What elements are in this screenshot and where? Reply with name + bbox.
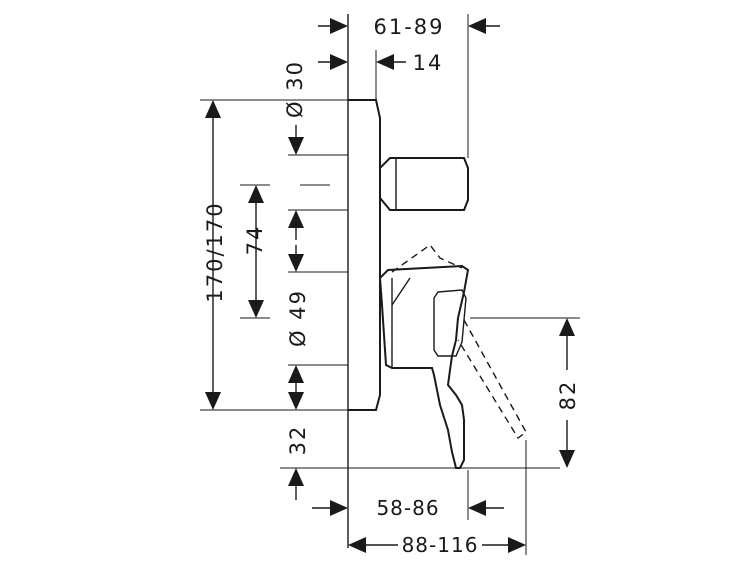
lever-body	[378, 264, 470, 469]
lever-alt-lower	[457, 319, 527, 440]
dimension-arrows	[205, 18, 575, 553]
mixer-outline	[347, 14, 527, 548]
lever-face	[433, 289, 467, 357]
dim-d49: Ø 49	[286, 289, 310, 347]
dim-d14: 14	[413, 51, 444, 75]
extension-lines	[200, 14, 580, 555]
lever-slant	[391, 277, 411, 306]
dim-d32: 32	[286, 425, 310, 456]
dim-d58-86: 58-86	[376, 496, 439, 520]
wall-plate	[348, 99, 381, 411]
dim-d82: 82	[556, 380, 580, 411]
lever-alt-upper	[391, 244, 463, 273]
dim-d61-89: 61-89	[373, 15, 444, 39]
dim-d30: Ø 30	[283, 60, 307, 118]
dim-d88-116: 88-116	[402, 533, 479, 557]
diverter-knob	[379, 157, 469, 211]
dimension-labels: Ø 30 74 170/170 Ø 49 32 61-89 14 82 58-8…	[203, 15, 580, 557]
dim-d170: 170/170	[203, 201, 227, 302]
dim-d74: 74	[243, 225, 267, 256]
